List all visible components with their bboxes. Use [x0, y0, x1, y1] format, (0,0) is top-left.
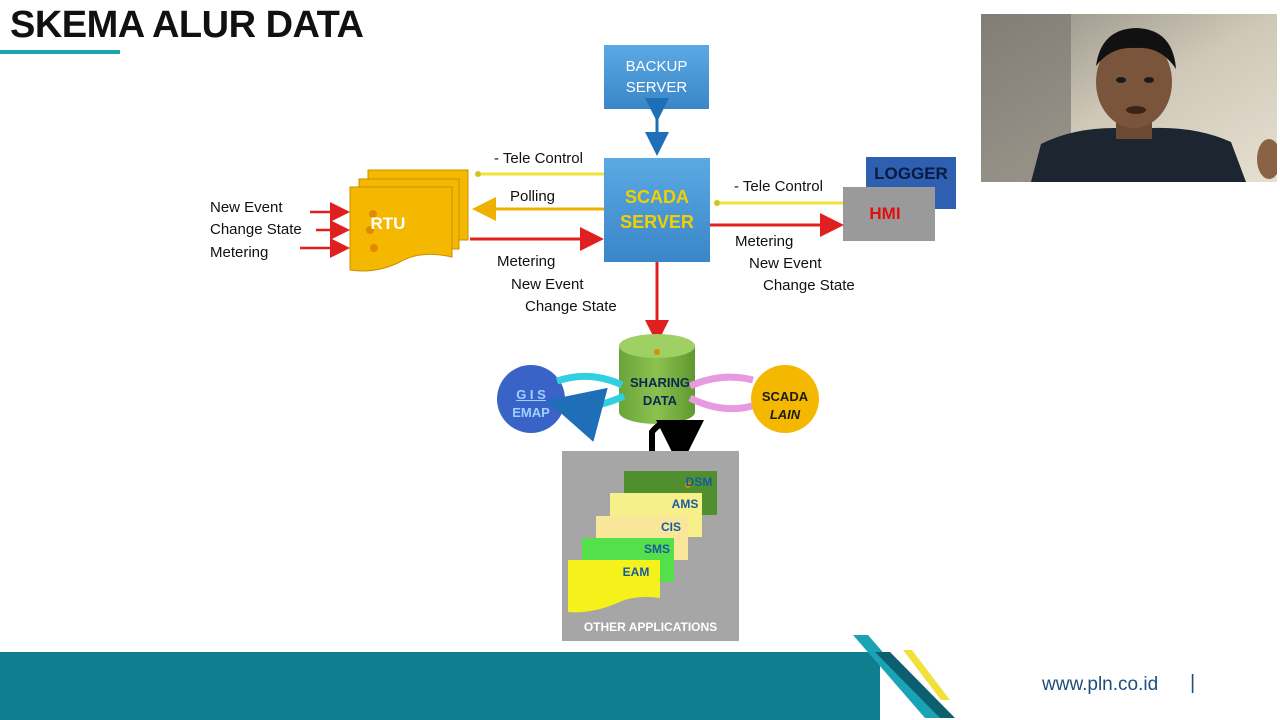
presenter-webcam-image	[981, 14, 1277, 182]
new-event-right-label: New Event	[749, 255, 822, 272]
hmi-label: HMI	[869, 204, 901, 223]
sharing-data-label: SHARING DATA	[630, 375, 690, 408]
change-state-right-label: Change State	[763, 277, 855, 294]
sharing-data-cylinder	[619, 346, 695, 424]
app-label-eam: EAM	[622, 565, 650, 579]
scada-server-label: SCADA SERVER	[620, 187, 694, 232]
metering-left-label: Metering	[497, 253, 556, 270]
scada-lain-bottom-label: LAIN	[769, 406, 801, 422]
slide-title: SKEMA ALUR DATA	[10, 4, 364, 46]
footer-stripe-teal	[853, 635, 940, 718]
logger-label: LOGGER	[874, 164, 948, 183]
scada-server-box	[604, 158, 710, 262]
title-underline	[0, 50, 120, 54]
app-label-cis: CIS	[660, 520, 681, 534]
footer-stripe-yellow	[903, 650, 950, 700]
metering-right-label: Metering	[735, 233, 794, 250]
app-label-sms: SMS	[643, 542, 670, 556]
app-label-dsm: DSM	[685, 475, 713, 489]
rtu-input-new-event: New Event	[210, 199, 283, 216]
app-label-ams: AMS	[671, 497, 699, 511]
scada-lain-circle	[751, 365, 819, 433]
tele-control-left-label: - Tele Control	[494, 150, 583, 167]
other-applications-label: OTHER APPLICATIONS	[583, 620, 718, 634]
hmi-box	[843, 187, 935, 241]
change-state-left-label: Change State	[525, 298, 617, 315]
app-card-eam	[568, 560, 660, 613]
tele-control-right-label: - Tele Control	[734, 178, 823, 195]
scada-lain-top-label: SCADA	[761, 388, 809, 404]
footer-separator: |	[1190, 672, 1196, 694]
gis-label: G I S	[516, 386, 546, 402]
backup-server-label: BACKUP SERVER	[625, 58, 688, 96]
emap-label: EMAP	[512, 404, 550, 420]
rtu-input-metering: Metering	[210, 244, 269, 261]
footer-website-link[interactable]: www.pln.co.id	[1042, 674, 1159, 695]
rtu-input-change-state: Change State	[210, 221, 302, 238]
new-event-left-label: New Event	[511, 276, 584, 293]
rtu-label: RTU	[370, 214, 406, 233]
footer-band	[0, 652, 880, 720]
polling-label: Polling	[510, 188, 556, 205]
